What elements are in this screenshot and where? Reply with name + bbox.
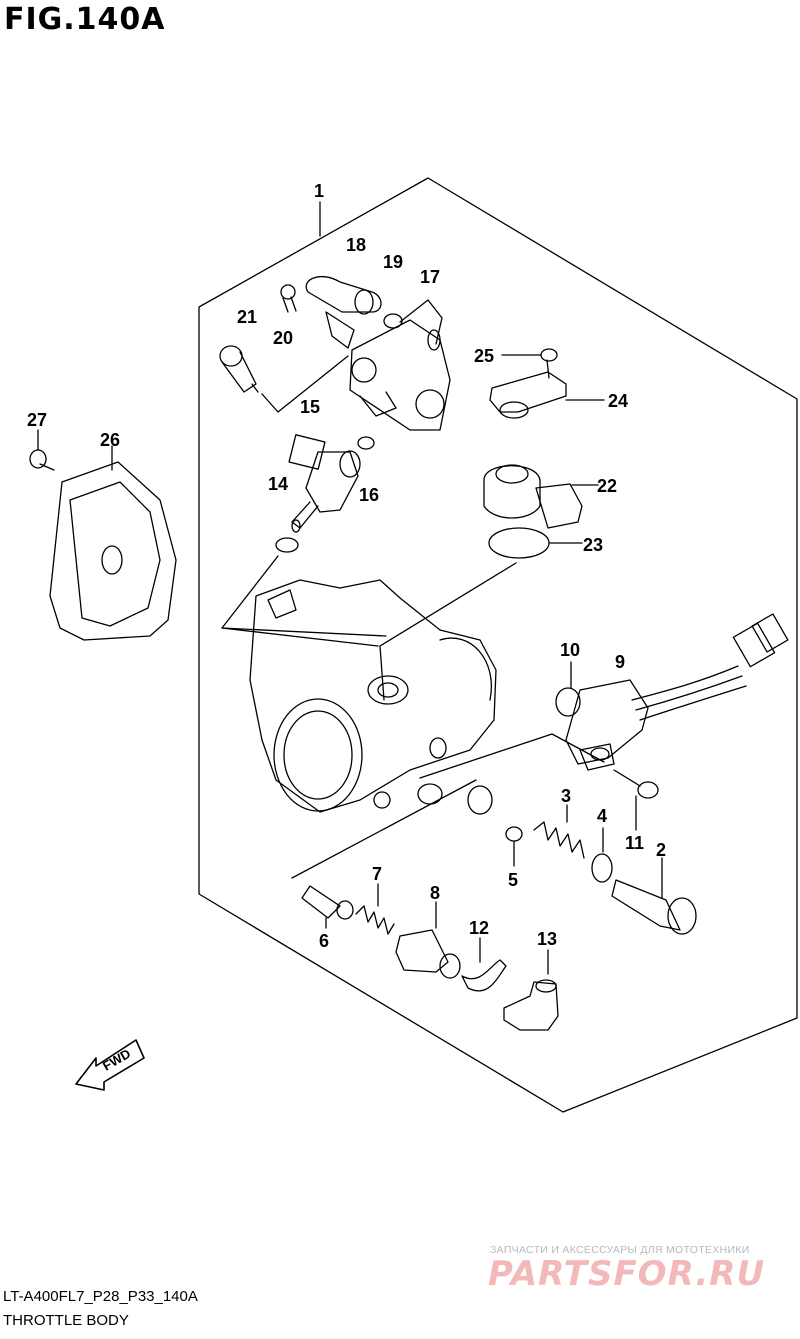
fwd-label: FWD	[100, 1046, 133, 1074]
bypass-valve-8	[395, 901, 461, 979]
screw-25	[501, 348, 558, 379]
callout-8: 8	[430, 883, 440, 903]
adjust-screw-2	[611, 857, 697, 935]
callout-27: 27	[27, 410, 47, 430]
callout-7: 7	[372, 864, 382, 884]
callout-6: 6	[319, 931, 329, 951]
drawing-code: LT-A400FL7_P28_P33_140A	[3, 1288, 198, 1305]
callout-2: 2	[656, 840, 666, 860]
figure-caption: THROTTLE BODY	[3, 1312, 129, 1329]
throttle-body-1	[249, 579, 497, 813]
callout-20: 20	[273, 328, 293, 348]
o-ring-23	[488, 527, 550, 559]
fuel-injector-15	[288, 434, 361, 533]
spring-3	[533, 821, 585, 859]
throttle-cover-26	[49, 445, 177, 641]
callout-19: 19	[383, 252, 403, 272]
o-ring-10	[555, 687, 581, 717]
o-ring-19	[383, 313, 403, 329]
bolt-27	[29, 429, 55, 471]
callout-17: 17	[420, 267, 440, 287]
screw-5	[467, 785, 523, 867]
callout-16: 16	[359, 485, 379, 505]
callout-21: 21	[237, 307, 257, 327]
callout-26: 26	[100, 430, 120, 450]
callout-24: 24	[608, 391, 628, 411]
o-ring-16	[357, 436, 375, 450]
screw-11	[613, 769, 659, 831]
o-ring-4	[591, 853, 613, 883]
sensor-bracket-24	[489, 371, 605, 419]
callout-25: 25	[474, 346, 494, 366]
plunger-6	[301, 885, 354, 929]
callout-9: 9	[615, 652, 625, 672]
callout-18: 18	[346, 235, 366, 255]
callout-22: 22	[597, 476, 617, 496]
fuel-delivery-pipe	[305, 276, 451, 431]
assembly-outline	[198, 177, 798, 1113]
hose-12	[461, 959, 507, 992]
throttle-position-sensor-22	[483, 464, 599, 529]
o-ring-14	[275, 537, 299, 553]
callout-12: 12	[469, 918, 489, 938]
callout-11: 11	[625, 833, 644, 853]
callout-14: 14	[268, 474, 288, 494]
bolt-21	[219, 345, 259, 393]
watermark-brand: PARTSFOR.RU	[488, 1254, 766, 1294]
callout-5: 5	[508, 870, 518, 890]
fwd-direction-arrow	[75, 1039, 145, 1091]
callout-10: 10	[560, 640, 580, 660]
callout-4: 4	[597, 806, 607, 826]
figure-title: FIG.140A	[4, 2, 166, 37]
callout-15: 15	[300, 397, 320, 417]
spring-7	[355, 905, 395, 935]
callout-3: 3	[561, 786, 571, 806]
callout-1: 1	[314, 181, 324, 201]
screw-20	[280, 284, 297, 313]
elbow-fitting-13	[503, 949, 559, 1031]
callout-13: 13	[537, 929, 557, 949]
watermark-tagline: ЗАПЧАСТИ И АКСЕССУАРЫ ДЛЯ МОТОТЕХНИКИ	[490, 1244, 750, 1256]
callout-23: 23	[583, 535, 603, 555]
idle-speed-sensor-9	[565, 613, 789, 771]
